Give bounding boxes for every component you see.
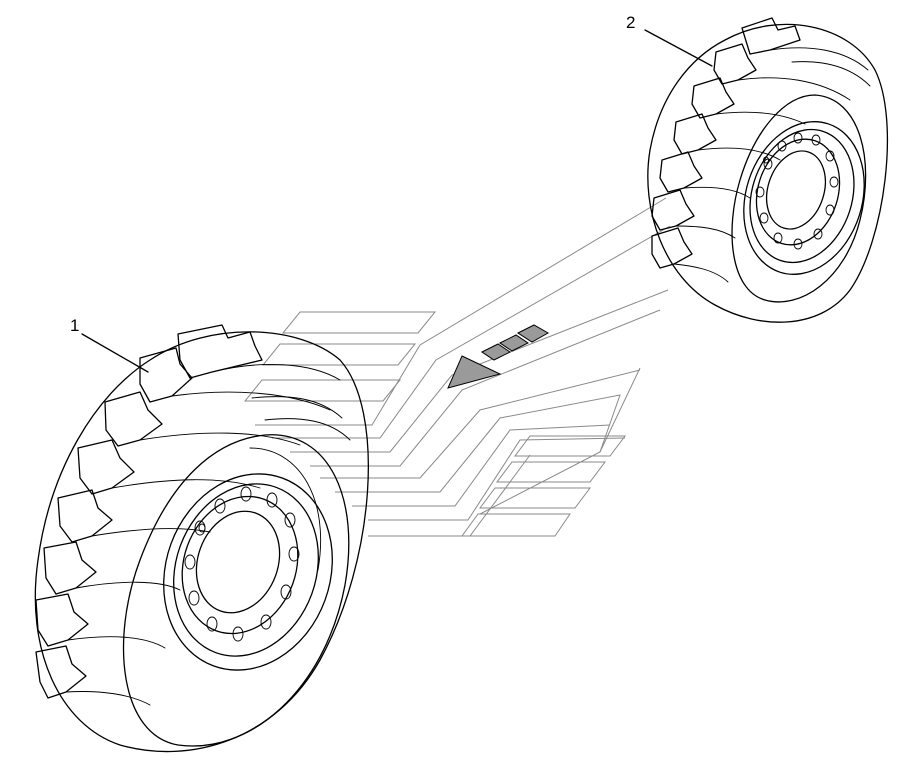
travel-direction-guides xyxy=(243,197,671,537)
tire-1 xyxy=(34,324,369,753)
callout-2: 2 xyxy=(626,13,713,67)
wheel-rim-icon xyxy=(163,473,333,671)
direction-arrow-icon xyxy=(447,324,550,389)
lower-guide-strip xyxy=(320,367,641,537)
callout-1-label: 1 xyxy=(70,316,79,335)
wheel-rim-icon xyxy=(743,121,865,275)
tire-icon xyxy=(647,17,888,323)
tire-2 xyxy=(647,17,888,323)
tire-icon xyxy=(34,324,369,753)
upper-guide-strip xyxy=(243,197,671,467)
callout-1: 1 xyxy=(70,316,149,373)
callout-2-label: 2 xyxy=(626,13,635,32)
